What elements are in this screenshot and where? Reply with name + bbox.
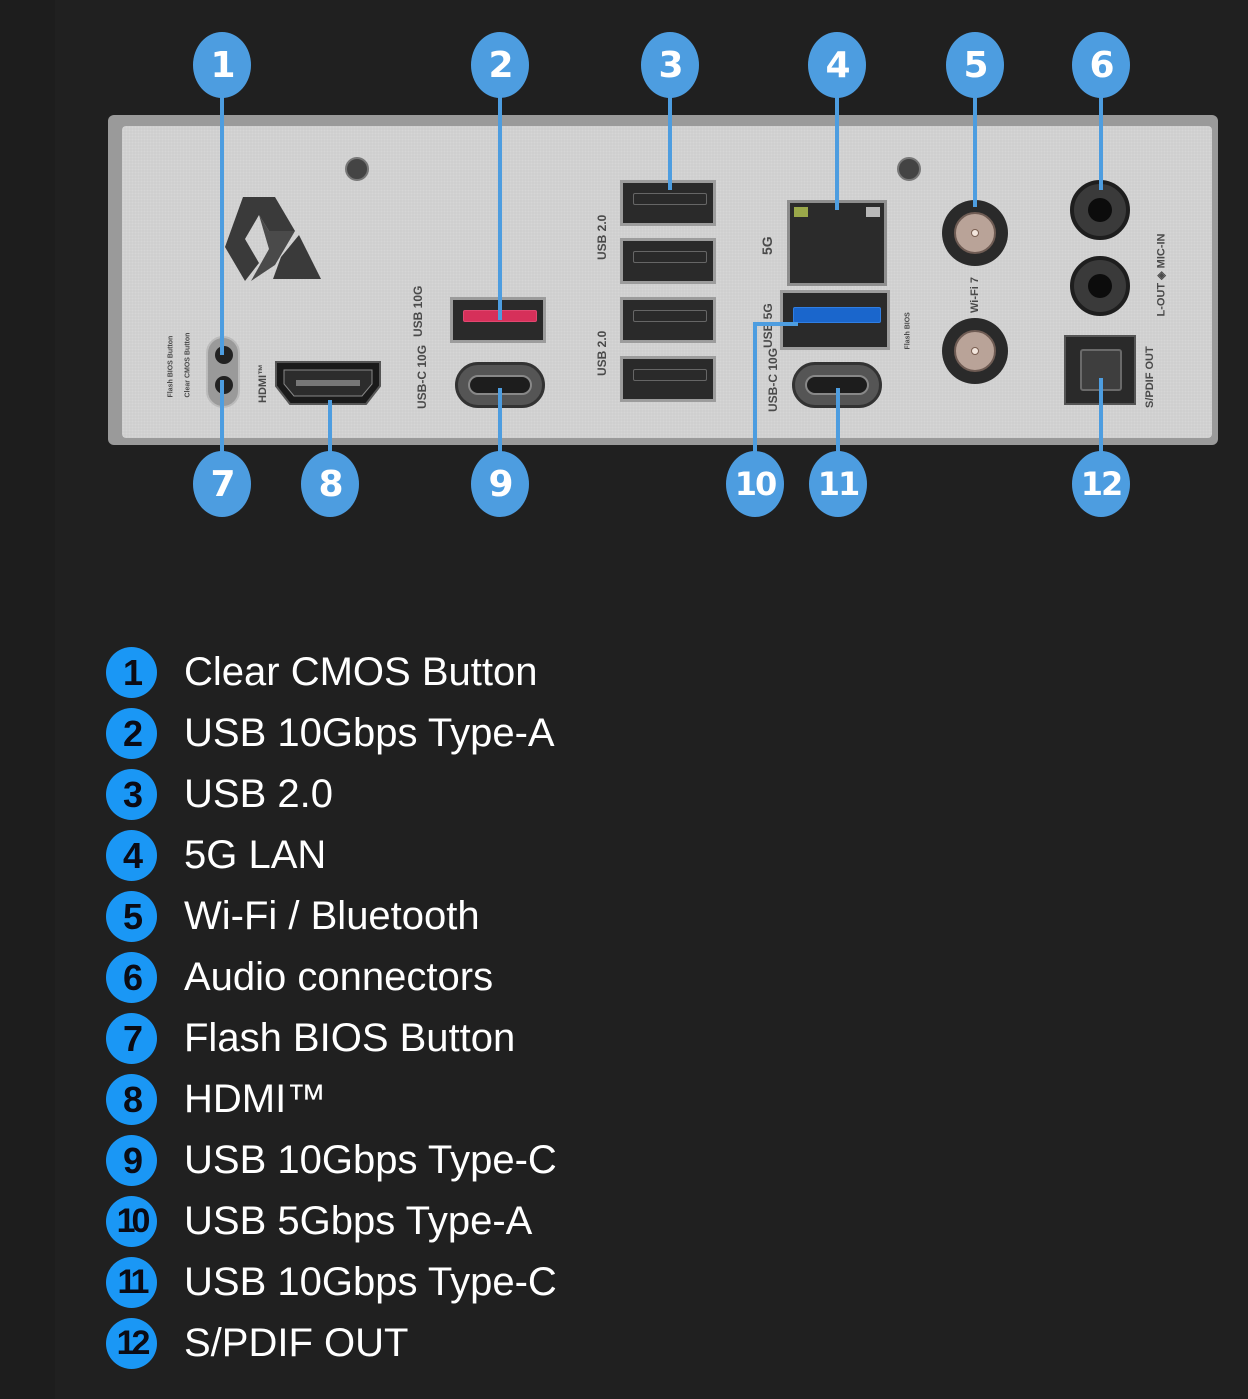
legend-number-badge: 7: [106, 1013, 157, 1064]
plate-label-usb10g: USB 10G: [411, 285, 425, 337]
callout-10: 10: [726, 451, 784, 517]
wifi-antenna-connector: [942, 318, 1008, 384]
usb-2-port: [620, 238, 716, 284]
legend-number-badge: 1: [106, 647, 157, 698]
lan-rj45-port: [787, 200, 887, 286]
legend-item: 10 USB 5Gbps Type-A: [106, 1191, 557, 1252]
plate-label-wifi: Wi-Fi 7: [969, 277, 981, 313]
legend-label: HDMI™: [184, 1077, 327, 1121]
plate-label-flash-bios: Flash BIOS Button: [167, 335, 175, 398]
callout-3: 3: [641, 32, 699, 98]
flash-bios-button[interactable]: [215, 376, 233, 394]
screw-icon: [897, 157, 921, 181]
plate-label-lan: 5G: [759, 236, 775, 255]
leader-line-12: [1099, 378, 1103, 455]
legend-label: USB 5Gbps Type-A: [184, 1199, 533, 1243]
legend-label: 5G LAN: [184, 833, 327, 877]
callout-9: 9: [471, 451, 529, 517]
usb-2-port: [620, 356, 716, 402]
legend-number-badge: 8: [106, 1074, 157, 1125]
legend-item: 11 USB 10Gbps Type-C: [106, 1252, 557, 1313]
leader-line-2: [498, 95, 502, 320]
legend-label: USB 2.0: [184, 772, 333, 816]
usb-2-port: [620, 180, 716, 226]
lan-led-icon: [866, 207, 880, 217]
legend-label: USB 10Gbps Type-C: [184, 1138, 557, 1182]
legend-label: Wi-Fi / Bluetooth: [184, 894, 480, 938]
legend-label: S/PDIF OUT: [184, 1321, 409, 1365]
lan-led-icon: [794, 207, 808, 217]
screw-icon: [345, 157, 369, 181]
legend-number-badge: 11: [106, 1257, 157, 1308]
callout-6: 6: [1072, 32, 1130, 98]
plate-label-usb20-bottom: USB 2.0: [595, 330, 609, 376]
legend-item: 5 Wi-Fi / Bluetooth: [106, 886, 557, 947]
leader-line-1: [220, 95, 224, 355]
legend-label: Flash BIOS Button: [184, 1016, 516, 1060]
legend-number-badge: 6: [106, 952, 157, 1003]
leader-line-7: [220, 380, 224, 455]
plate-label-usbc-10g-right: USB-C 10G: [766, 347, 780, 412]
io-panel-diagram: Flash BIOS Button Clear CMOS Button HDMI…: [0, 0, 1248, 560]
plate-label-usb20-top: USB 2.0: [595, 214, 609, 260]
audio-mic-in-jack: [1070, 256, 1130, 316]
legend-item: 6 Audio connectors: [106, 947, 557, 1008]
callout-12: 12: [1072, 451, 1130, 517]
leader-line-11: [836, 388, 840, 455]
plate-label-spdif: S/PDIF OUT: [1144, 346, 1156, 408]
clear-cmos-button[interactable]: [215, 346, 233, 364]
legend-item: 7 Flash BIOS Button: [106, 1008, 557, 1069]
legend-number-badge: 9: [106, 1135, 157, 1186]
left-margin-band: [0, 0, 55, 1399]
plate-label-hdmi: HDMI™: [257, 363, 269, 403]
legend-number-badge: 4: [106, 830, 157, 881]
legend-label: Audio connectors: [184, 955, 494, 999]
plate-label-audio: L-OUT ◈ MIC-IN: [1155, 233, 1168, 317]
legend-item: 1 Clear CMOS Button: [106, 642, 557, 703]
legend-label: USB 10Gbps Type-A: [184, 711, 555, 755]
callout-7: 7: [193, 451, 251, 517]
legend-item: 4 5G LAN: [106, 825, 557, 886]
legend-number-badge: 10: [106, 1196, 157, 1247]
leader-line-6: [1099, 95, 1103, 190]
hdmi-port: [275, 361, 381, 405]
leader-line-8: [328, 400, 332, 455]
plate-label-clear-cmos: Clear CMOS Button: [184, 332, 192, 398]
usb-2-port: [620, 297, 716, 343]
wifi-antenna-connector: [942, 200, 1008, 266]
plate-label-flash-bios-port: Flash BIOS: [904, 312, 912, 350]
leader-line-3: [668, 95, 672, 190]
legend-item: 2 USB 10Gbps Type-A: [106, 703, 557, 764]
brand-logo-icon: [225, 197, 321, 281]
legend-item: 3 USB 2.0: [106, 764, 557, 825]
legend-item: 8 HDMI™: [106, 1069, 557, 1130]
usb-5g-type-a-port: [780, 290, 890, 350]
callout-11: 11: [809, 451, 867, 517]
legend-number-badge: 5: [106, 891, 157, 942]
leader-line-5: [973, 95, 977, 207]
leader-line-4: [835, 95, 839, 210]
legend-number-badge: 12: [106, 1318, 157, 1369]
plate-label-usb5g: USB 5G: [761, 292, 775, 348]
leader-line-10: [753, 322, 757, 455]
legend-label: Clear CMOS Button: [184, 650, 538, 694]
legend-number-badge: 2: [106, 708, 157, 759]
callout-4: 4: [808, 32, 866, 98]
legend-label: USB 10Gbps Type-C: [184, 1260, 557, 1304]
leader-line-10-elbow: [753, 322, 798, 326]
audio-line-out-jack: [1070, 180, 1130, 240]
leader-line-9: [498, 388, 502, 455]
callout-2: 2: [471, 32, 529, 98]
callout-8: 8: [301, 451, 359, 517]
callout-1: 1: [193, 32, 251, 98]
legend-number-badge: 3: [106, 769, 157, 820]
legend-item: 9 USB 10Gbps Type-C: [106, 1130, 557, 1191]
plate-label-usbc-10g: USB-C 10G: [415, 344, 429, 409]
callout-5: 5: [946, 32, 1004, 98]
legend-item: 12 S/PDIF OUT: [106, 1313, 557, 1374]
